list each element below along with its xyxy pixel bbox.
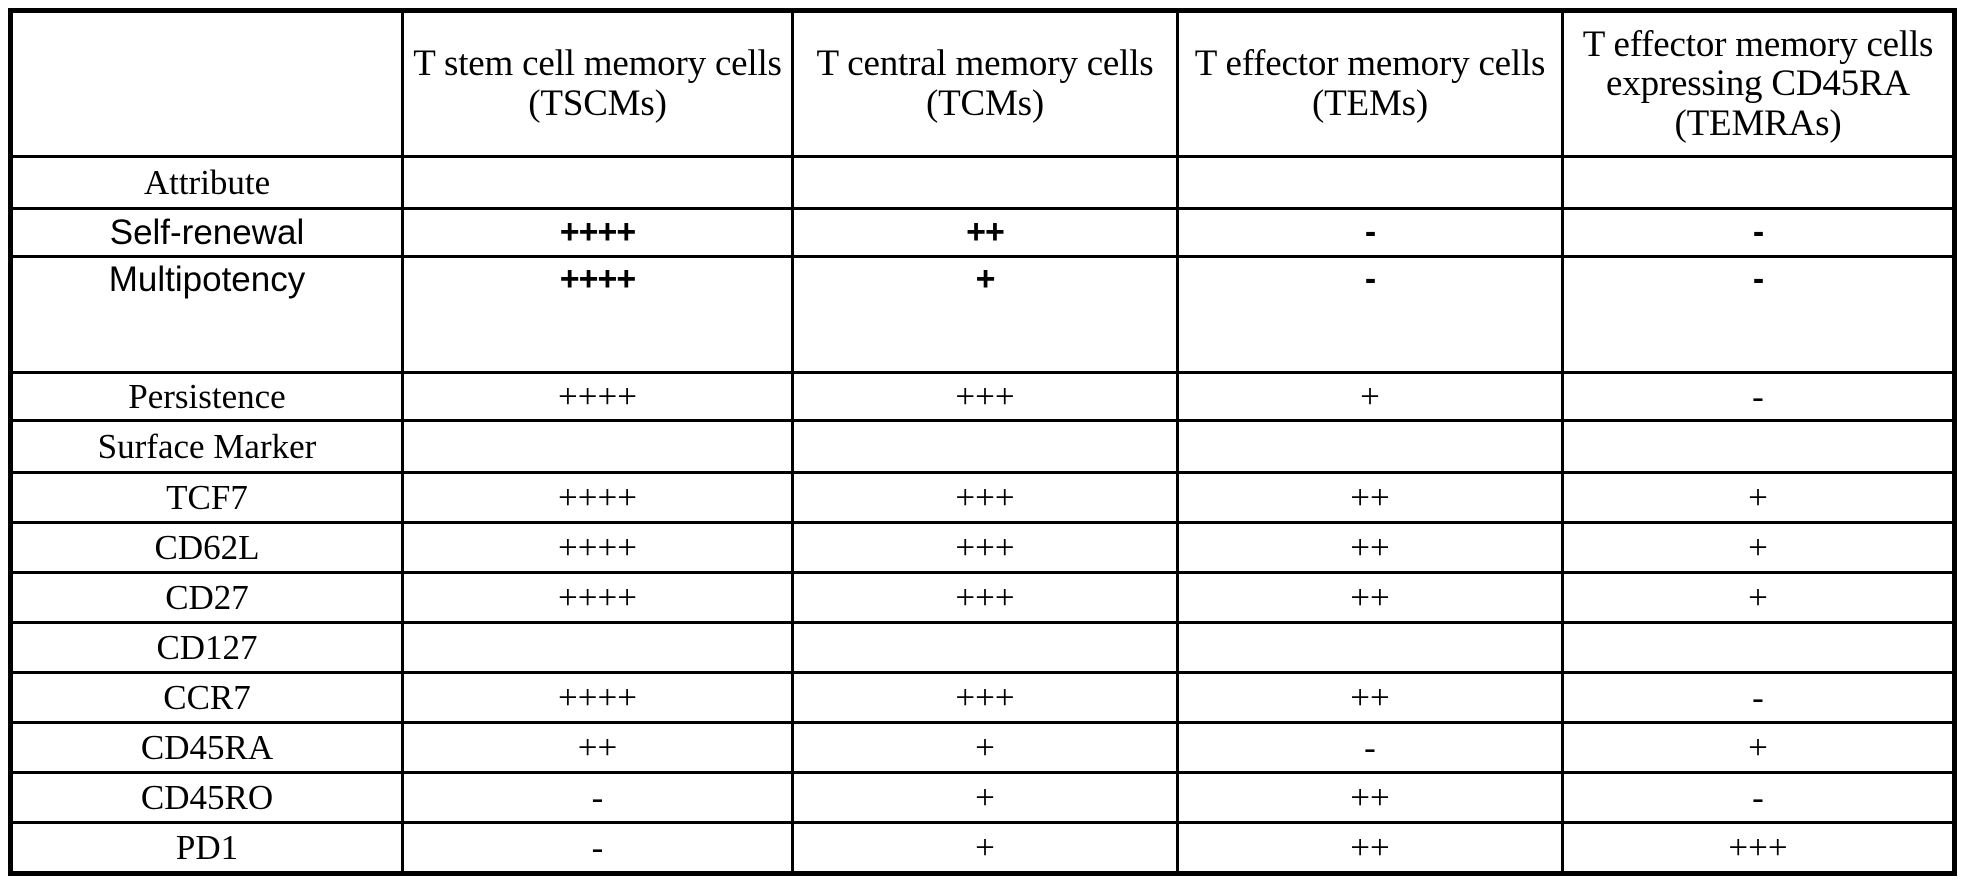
cell-cd45ro-temra: -	[1561, 771, 1956, 824]
cell-cd62l-tscm: ++++	[401, 521, 794, 574]
section-header-attribute: Attribute	[9, 155, 1956, 210]
cell-tcf7-tcm: +++	[791, 471, 1179, 524]
cell-persistence-tem: +	[1176, 371, 1564, 422]
cell-cd62l-tcm: +++	[791, 521, 1179, 574]
cell-cd45ra-tem: -	[1176, 721, 1564, 774]
cell-cd45ro-tscm: -	[401, 771, 794, 824]
cell-ccr7-tcm: +++	[791, 671, 1179, 724]
cell-cd27-temra: +	[1561, 571, 1956, 624]
cell-multipotency-temra: -	[1561, 255, 1956, 374]
row-label-persistence: Persistence	[9, 371, 404, 422]
row-label-cd45ra: CD45RA	[9, 721, 404, 774]
t-cell-subset-comparison-table: T stem cell memory cells (TSCMs) T centr…	[8, 8, 1957, 876]
cell-cd45ra-tcm: +	[791, 721, 1179, 774]
cell-multipotency-tscm: ++++	[401, 255, 794, 374]
cell-persistence-tcm: +++	[791, 371, 1179, 422]
header-cell-tscm: T stem cell memory cells (TSCMs)	[401, 9, 794, 158]
cell-tcf7-temra: +	[1561, 471, 1956, 524]
cell-persistence-temra: -	[1561, 371, 1956, 422]
cell-cd27-tem: ++	[1176, 571, 1564, 624]
cell-cd45ra-temra: +	[1561, 721, 1956, 774]
cell-cd45ro-tem: ++	[1176, 771, 1564, 824]
table-row: CD127	[9, 621, 1956, 674]
table-row: CD62L ++++ +++ ++ +	[9, 521, 1956, 574]
cell-ccr7-tem: ++	[1176, 671, 1564, 724]
header-cell-tem: T effector memory cells (TEMs)	[1176, 9, 1564, 158]
cell-multipotency-tem: -	[1176, 255, 1564, 374]
cell-self-renewal-temra: -	[1561, 207, 1956, 258]
cell-ccr7-temra: -	[1561, 671, 1956, 724]
cell-cd45ro-tcm: +	[791, 771, 1179, 824]
table-row: CD27 ++++ +++ ++ +	[9, 571, 1956, 624]
cell-pd1-tem: ++	[1176, 821, 1564, 875]
section-spacer-tscm	[401, 155, 794, 210]
header-cell-tcm: T central memory cells (TCMs)	[791, 9, 1179, 158]
table-row: CD45RA ++ + - +	[9, 721, 1956, 774]
cell-cd45ra-tscm: ++	[401, 721, 794, 774]
cell-self-renewal-tscm: ++++	[401, 207, 794, 258]
cell-persistence-tscm: ++++	[401, 371, 794, 422]
section-spacer-temra-2	[1561, 419, 1956, 474]
cell-ccr7-tscm: ++++	[401, 671, 794, 724]
cell-cd127-tcm	[791, 621, 1179, 674]
header-cell-temra: T effector memory cells expressing CD45R…	[1561, 9, 1956, 158]
cell-self-renewal-tem: -	[1176, 207, 1564, 258]
table-row: TCF7 ++++ +++ ++ +	[9, 471, 1956, 524]
cell-cd62l-tem: ++	[1176, 521, 1564, 574]
table-row: Persistence ++++ +++ + -	[9, 371, 1956, 422]
section-spacer-temra	[1561, 155, 1956, 210]
row-label-tcf7: TCF7	[9, 471, 404, 524]
cell-pd1-temra: +++	[1561, 821, 1956, 875]
row-label-multipotency: Multipotency	[9, 255, 404, 374]
table-row: Multipotency ++++ + - -	[9, 255, 1956, 374]
section-header-surface-marker: Surface Marker	[9, 419, 1956, 474]
cell-cd27-tscm: ++++	[401, 571, 794, 624]
cell-pd1-tcm: +	[791, 821, 1179, 875]
section-spacer-tscm-2	[401, 419, 794, 474]
cell-cd127-tem	[1176, 621, 1564, 674]
section-title-attribute: Attribute	[9, 155, 404, 210]
cell-self-renewal-tcm: ++	[791, 207, 1179, 258]
table-row: PD1 - + ++ +++	[9, 821, 1956, 875]
table-row: CD45RO - + ++ -	[9, 771, 1956, 824]
row-label-self-renewal: Self-renewal	[9, 207, 404, 258]
section-spacer-tcm	[791, 155, 1179, 210]
row-label-cd127: CD127	[9, 621, 404, 674]
table-row: Self-renewal ++++ ++ - -	[9, 207, 1956, 258]
cell-tcf7-tscm: ++++	[401, 471, 794, 524]
table-row: CCR7 ++++ +++ ++ -	[9, 671, 1956, 724]
table-header-row: T stem cell memory cells (TSCMs) T centr…	[9, 9, 1956, 158]
cell-tcf7-tem: ++	[1176, 471, 1564, 524]
section-title-surface-marker: Surface Marker	[9, 419, 404, 474]
cell-cd27-tcm: +++	[791, 571, 1179, 624]
section-spacer-tcm-2	[791, 419, 1179, 474]
cell-pd1-tscm: -	[401, 821, 794, 875]
row-label-cd62l: CD62L	[9, 521, 404, 574]
section-spacer-tem-2	[1176, 419, 1564, 474]
row-label-cd27: CD27	[9, 571, 404, 624]
cell-cd127-tscm	[401, 621, 794, 674]
header-cell-corner	[9, 9, 404, 158]
cell-multipotency-tcm: +	[791, 255, 1179, 374]
cell-cd127-temra	[1561, 621, 1956, 674]
row-label-ccr7: CCR7	[9, 671, 404, 724]
row-label-cd45ro: CD45RO	[9, 771, 404, 824]
section-spacer-tem	[1176, 155, 1564, 210]
cell-cd62l-temra: +	[1561, 521, 1956, 574]
row-label-pd1: PD1	[9, 821, 404, 875]
